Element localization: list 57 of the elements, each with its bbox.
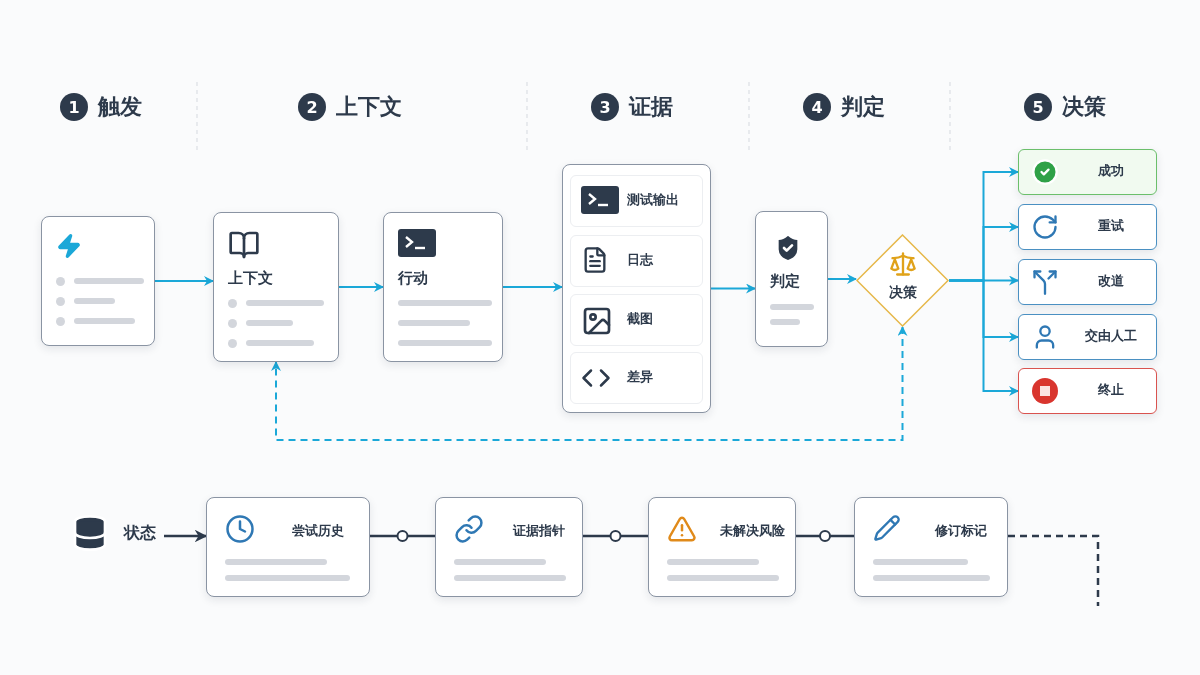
evidence-panel [562,164,711,413]
state-card [435,497,583,597]
evidence-item [570,294,703,346]
step-number: 3 [591,93,619,121]
evidence-item [570,352,703,404]
step-number: 2 [298,93,326,121]
outcome-box [1018,149,1157,195]
outcome-box [1018,368,1157,414]
arrow [502,282,563,292]
step-number: 5 [1024,93,1052,121]
outcome-box [1018,204,1157,250]
item-label: 截图 [627,310,653,328]
connector-line [583,534,648,538]
step-heading: 决策 [1062,93,1106,121]
outcome-label: 改道 [1096,272,1125,290]
verdict-card [755,211,828,347]
item-label: 测试输出 [627,191,679,209]
step-number: 1 [60,93,88,121]
item-label: 日志 [627,251,653,269]
card [383,212,503,362]
state-card [648,497,796,597]
arrow [154,276,214,286]
connector-line [370,534,435,538]
evidence-item [570,175,703,227]
outcome-box [1018,314,1157,360]
state-label: 状态 [124,523,156,544]
arrow [710,283,756,294]
outcome-label: 成功 [1096,162,1125,180]
evidence-item [570,235,703,287]
card [41,216,155,346]
card-title: 行动 [398,269,428,288]
arrow [948,279,1019,396]
card-title: 尝试历史 [291,522,345,540]
card-title: 判定 [770,272,800,291]
arrow [338,282,384,292]
state-card [854,497,1008,597]
card-title: 修订标记 [933,522,988,540]
card-title: 上下文 [228,269,273,288]
item-label: 差异 [627,368,653,386]
step-heading: 证据 [629,93,673,121]
step-heading: 判定 [841,93,885,121]
arrow [827,274,857,284]
arrow [164,529,208,543]
state-card [206,497,370,597]
dashed-arrow [271,326,908,441]
step-heading: 触发 [98,93,142,121]
step-heading: 上下文 [336,93,402,121]
outcome-label: 终止 [1096,381,1125,399]
outcome-box [1018,259,1157,305]
card [213,212,339,362]
outcome-label: 重试 [1096,217,1125,235]
step-number: 4 [803,93,831,121]
decision-label: 决策 [887,284,918,302]
connector-line [796,534,854,538]
card-title: 证据指针 [511,522,566,540]
card-title: 未解决风险 [718,522,786,540]
outcome-label: 交由人工 [1083,327,1138,345]
